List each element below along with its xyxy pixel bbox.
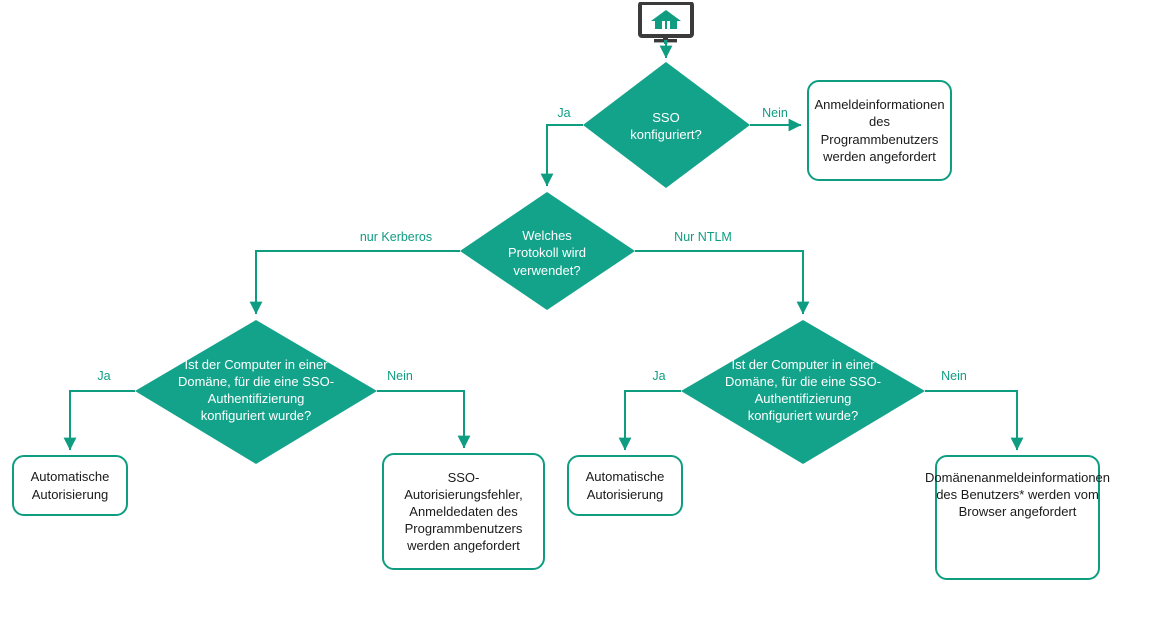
edge-label-protocol-kerberos: nur Kerberos <box>359 230 433 244</box>
process-domain-credentials[interactable]: Domänenanmeldeinformationen des Benutzer… <box>925 455 1110 580</box>
decision-ntlm-domain-shape[interactable] <box>681 320 925 464</box>
edge-kerberos-yes <box>63 390 135 451</box>
process-sso-error[interactable]: SSO-Autorisierungsfehler, Anmeldedaten d… <box>382 453 545 570</box>
edge-ntlm-yes <box>618 390 681 451</box>
decision-protocol-shape[interactable] <box>460 192 635 310</box>
edge-label-sso-yes: Ja <box>557 106 571 120</box>
edge-label-protocol-ntlm: Nur NTLM <box>674 230 732 244</box>
process-auto-auth-left-text: Automatische Autorisierung <box>30 469 110 502</box>
edge-label-ntlm-yes: Ja <box>652 369 666 383</box>
process-auto-auth-right[interactable]: Automatische Autorisierung <box>567 455 683 516</box>
process-program-credentials[interactable]: Anmeldeinformationen des Programmbenutze… <box>807 80 952 181</box>
process-domain-credentials-text: Domänenanmeldeinformationen des Benutzer… <box>925 470 1111 520</box>
edge-ntlm-no <box>925 390 1024 451</box>
edge-label-sso-no: Nein <box>762 106 788 120</box>
process-auto-auth-right-text: Automatische Autorisierung <box>585 469 665 502</box>
monitor-home-icon <box>636 1 696 44</box>
edge-label-kerberos-no: Nein <box>387 369 413 383</box>
edge-label-kerberos-yes: Ja <box>97 369 111 383</box>
edge-kerberos-no <box>377 390 471 449</box>
edge-protocol-kerberos <box>249 250 460 315</box>
decision-kerberos-domain-shape[interactable] <box>135 320 377 464</box>
edge-label-ntlm-no: Nein <box>941 369 967 383</box>
edge-protocol-ntlm <box>635 250 810 315</box>
process-sso-error-text: SSO-Autorisierungsfehler, Anmeldedaten d… <box>404 469 523 554</box>
decision-sso-shape[interactable] <box>583 62 750 188</box>
edge-sso-yes <box>540 124 583 187</box>
process-program-credentials-text: Anmeldeinformationen des Programmbenutze… <box>814 97 945 164</box>
process-auto-auth-left[interactable]: Automatische Autorisierung <box>12 455 128 516</box>
